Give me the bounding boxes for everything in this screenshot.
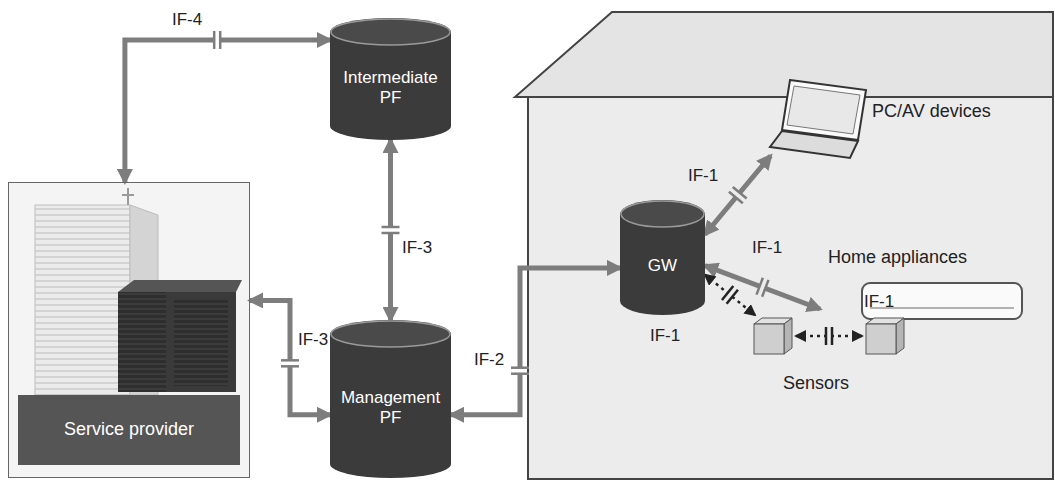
server-rack <box>166 292 236 392</box>
interface-tick <box>281 365 299 368</box>
interface-tick <box>727 290 738 304</box>
interface-label: IF-4 <box>172 10 202 30</box>
server-top <box>118 280 242 292</box>
service-provider-panel: Service provider <box>8 182 250 478</box>
node-label: Sensors <box>783 373 849 395</box>
interface-connector <box>705 275 755 315</box>
cylinder-body <box>330 18 451 140</box>
interface-label: IF-3 <box>298 330 328 350</box>
interface-label: IF-2 <box>474 350 504 370</box>
antenna <box>127 188 129 205</box>
cylinder-top <box>621 201 704 227</box>
interface-label: IF-3 <box>402 238 432 258</box>
device-group: PC/AV devices <box>765 75 1045 160</box>
node-label: Home appliances <box>828 247 967 269</box>
house-body <box>528 97 1053 479</box>
interface-tick <box>825 327 828 345</box>
interface-tick <box>382 232 400 235</box>
cylinder-top <box>331 19 450 45</box>
platform-cylinder: Intermediate PF <box>330 18 451 140</box>
interface-label: IF-1 <box>864 292 894 312</box>
gateway-cylinder: GW <box>620 200 705 315</box>
laptop-display <box>787 86 860 134</box>
office-building <box>35 205 130 395</box>
interface-tick <box>757 278 763 295</box>
cylinder-body <box>330 320 451 478</box>
sensor-icon <box>754 318 792 354</box>
sensor-group: Sensors <box>745 315 910 397</box>
interface-tick <box>281 359 299 362</box>
interface-tick <box>382 226 400 229</box>
platform-cylinder: Management PF <box>330 320 451 478</box>
laptop-base <box>770 131 858 158</box>
node-label: Service provider <box>18 395 240 465</box>
panel-ground <box>8 182 250 478</box>
node-label: PC/AV devices <box>872 101 991 123</box>
antenna <box>122 194 134 196</box>
interface-tick <box>831 327 834 345</box>
node-label: Intermediate PF <box>330 68 451 109</box>
interface-connector <box>451 268 620 415</box>
cylinder-top <box>331 321 450 347</box>
appliance-group: Home appliances <box>820 245 1032 325</box>
house-roof <box>515 12 1053 97</box>
air-conditioner <box>862 283 1022 319</box>
interface-tick <box>511 366 529 369</box>
interface-label: IF-1 <box>650 326 680 346</box>
interface-label: IF-1 <box>752 238 782 258</box>
interface-tick <box>219 31 222 49</box>
interface-tick <box>511 372 529 375</box>
interface-label: IF-1 <box>688 166 718 186</box>
interface-tick <box>213 31 216 49</box>
interface-tick <box>762 280 768 297</box>
laptop-screen <box>782 80 866 140</box>
interface-tick <box>733 187 747 199</box>
sensor-icon <box>866 318 904 354</box>
interface-connector <box>250 300 330 414</box>
node-label: GW <box>642 256 683 276</box>
server-rack <box>174 300 228 386</box>
interface-connector <box>388 140 393 320</box>
node-label: Management PF <box>330 388 451 429</box>
server-rack <box>118 292 166 392</box>
interface-connector <box>125 40 330 182</box>
cylinder-body <box>620 200 705 315</box>
